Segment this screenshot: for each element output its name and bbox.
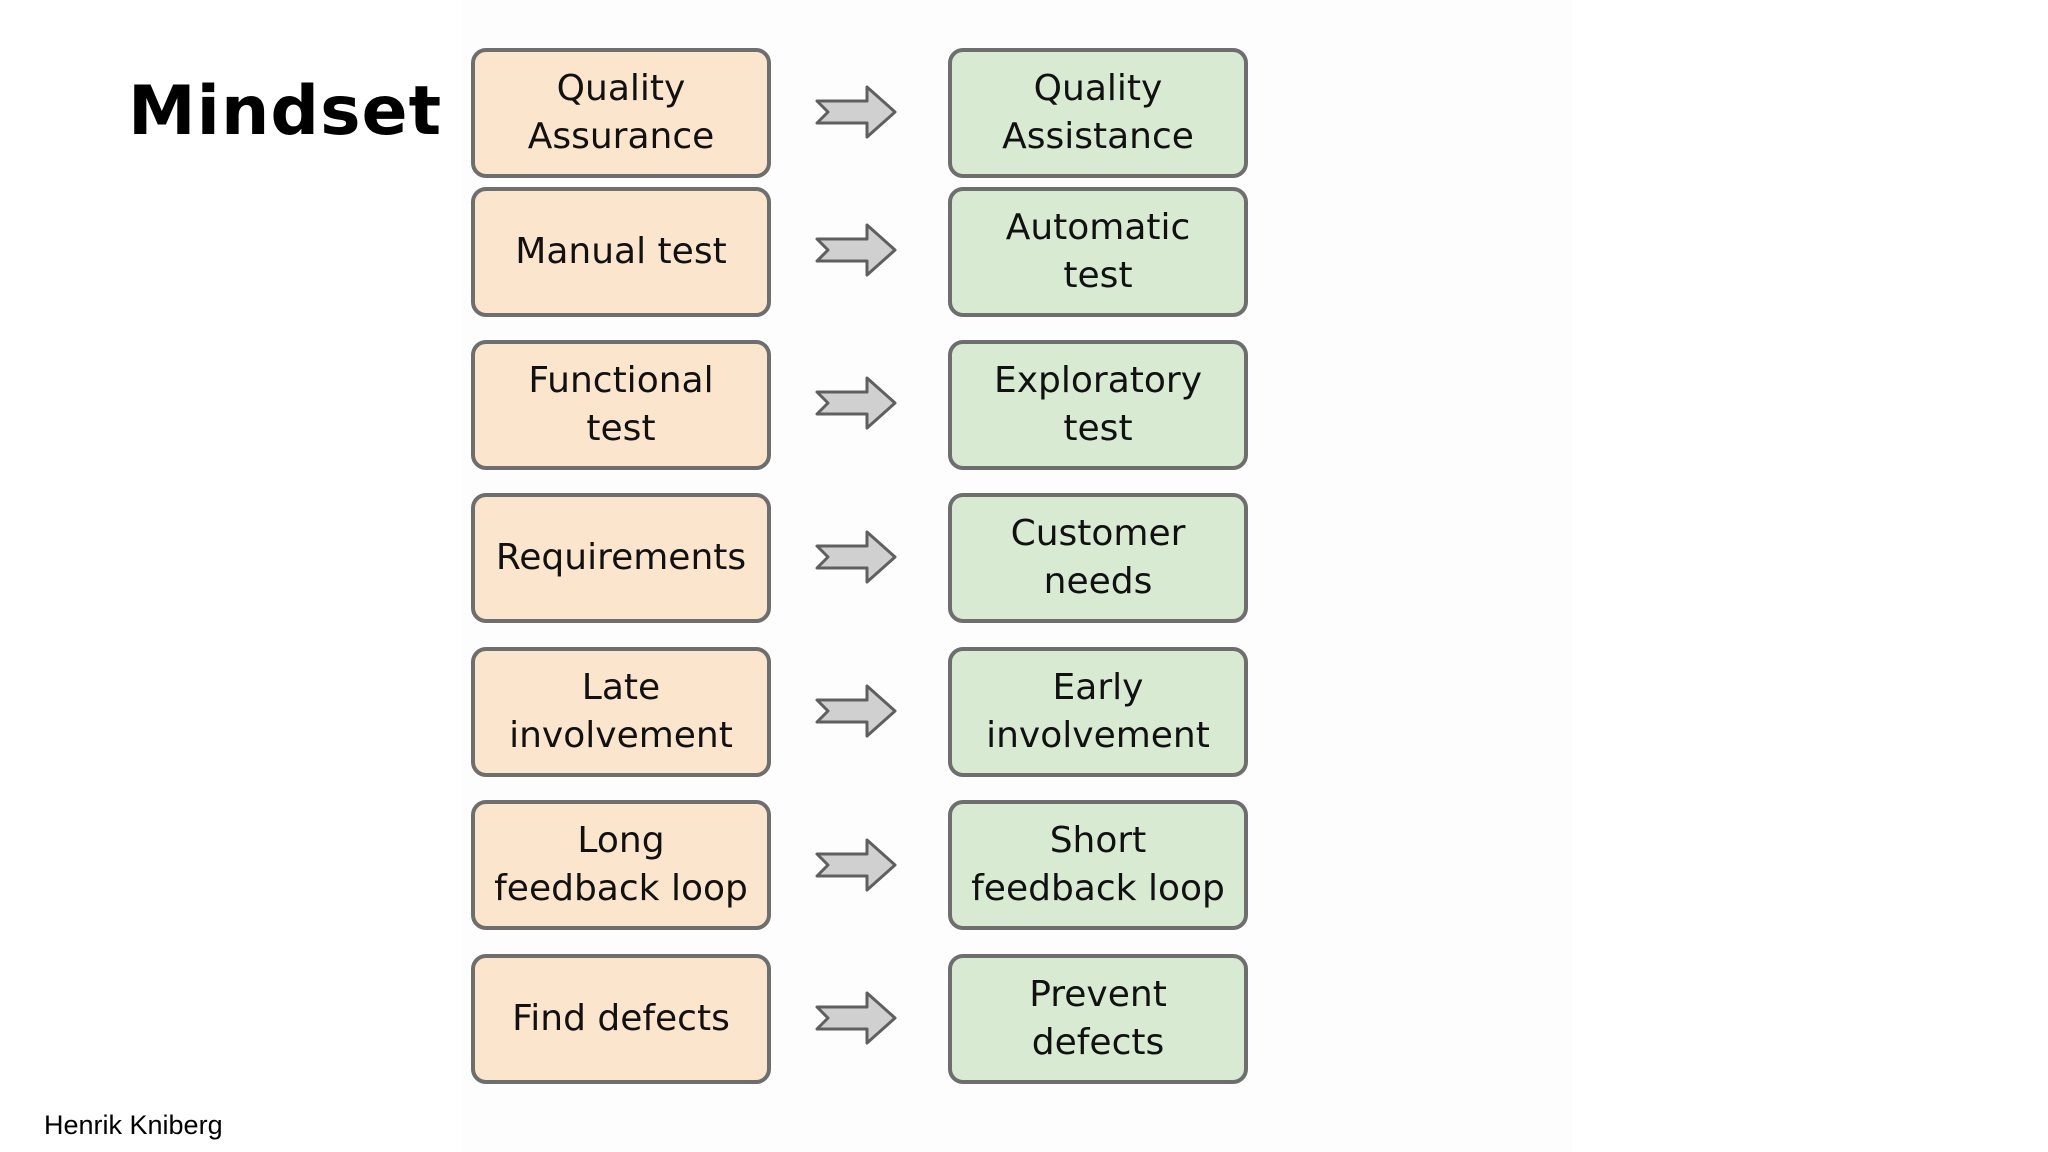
arrow-icon (815, 838, 897, 892)
box-from-manual-test: Manual test (471, 187, 771, 317)
arrow-icon (815, 991, 897, 1045)
arrow-icon (815, 684, 897, 738)
box-to-quality-assistance: Quality Assistance (948, 48, 1248, 178)
box-from-find-defects: Find defects (471, 954, 771, 1084)
box-to-short-feedback-loop: Short feedback loop (948, 800, 1248, 930)
arrow-icon (815, 376, 897, 430)
box-to-prevent-defects: Prevent defects (948, 954, 1248, 1084)
box-to-early-involvement: Early involvement (948, 647, 1248, 777)
box-to-customer-needs: Customer needs (948, 493, 1248, 623)
slide-title: Mindset (128, 72, 443, 151)
arrow-icon (815, 530, 897, 584)
author-credit: Henrik Kniberg (44, 1110, 223, 1140)
arrow-icon (815, 85, 897, 139)
box-from-quality-assurance: Quality Assurance (471, 48, 771, 178)
box-from-requirements: Requirements (471, 493, 771, 623)
box-to-automatic-test: Automatic test (948, 187, 1248, 317)
arrow-icon (815, 223, 897, 277)
box-from-functional-test: Functional test (471, 340, 771, 470)
box-from-late-involvement: Late involvement (471, 647, 771, 777)
box-from-long-feedback-loop: Long feedback loop (471, 800, 771, 930)
box-to-exploratory-test: Exploratory test (948, 340, 1248, 470)
